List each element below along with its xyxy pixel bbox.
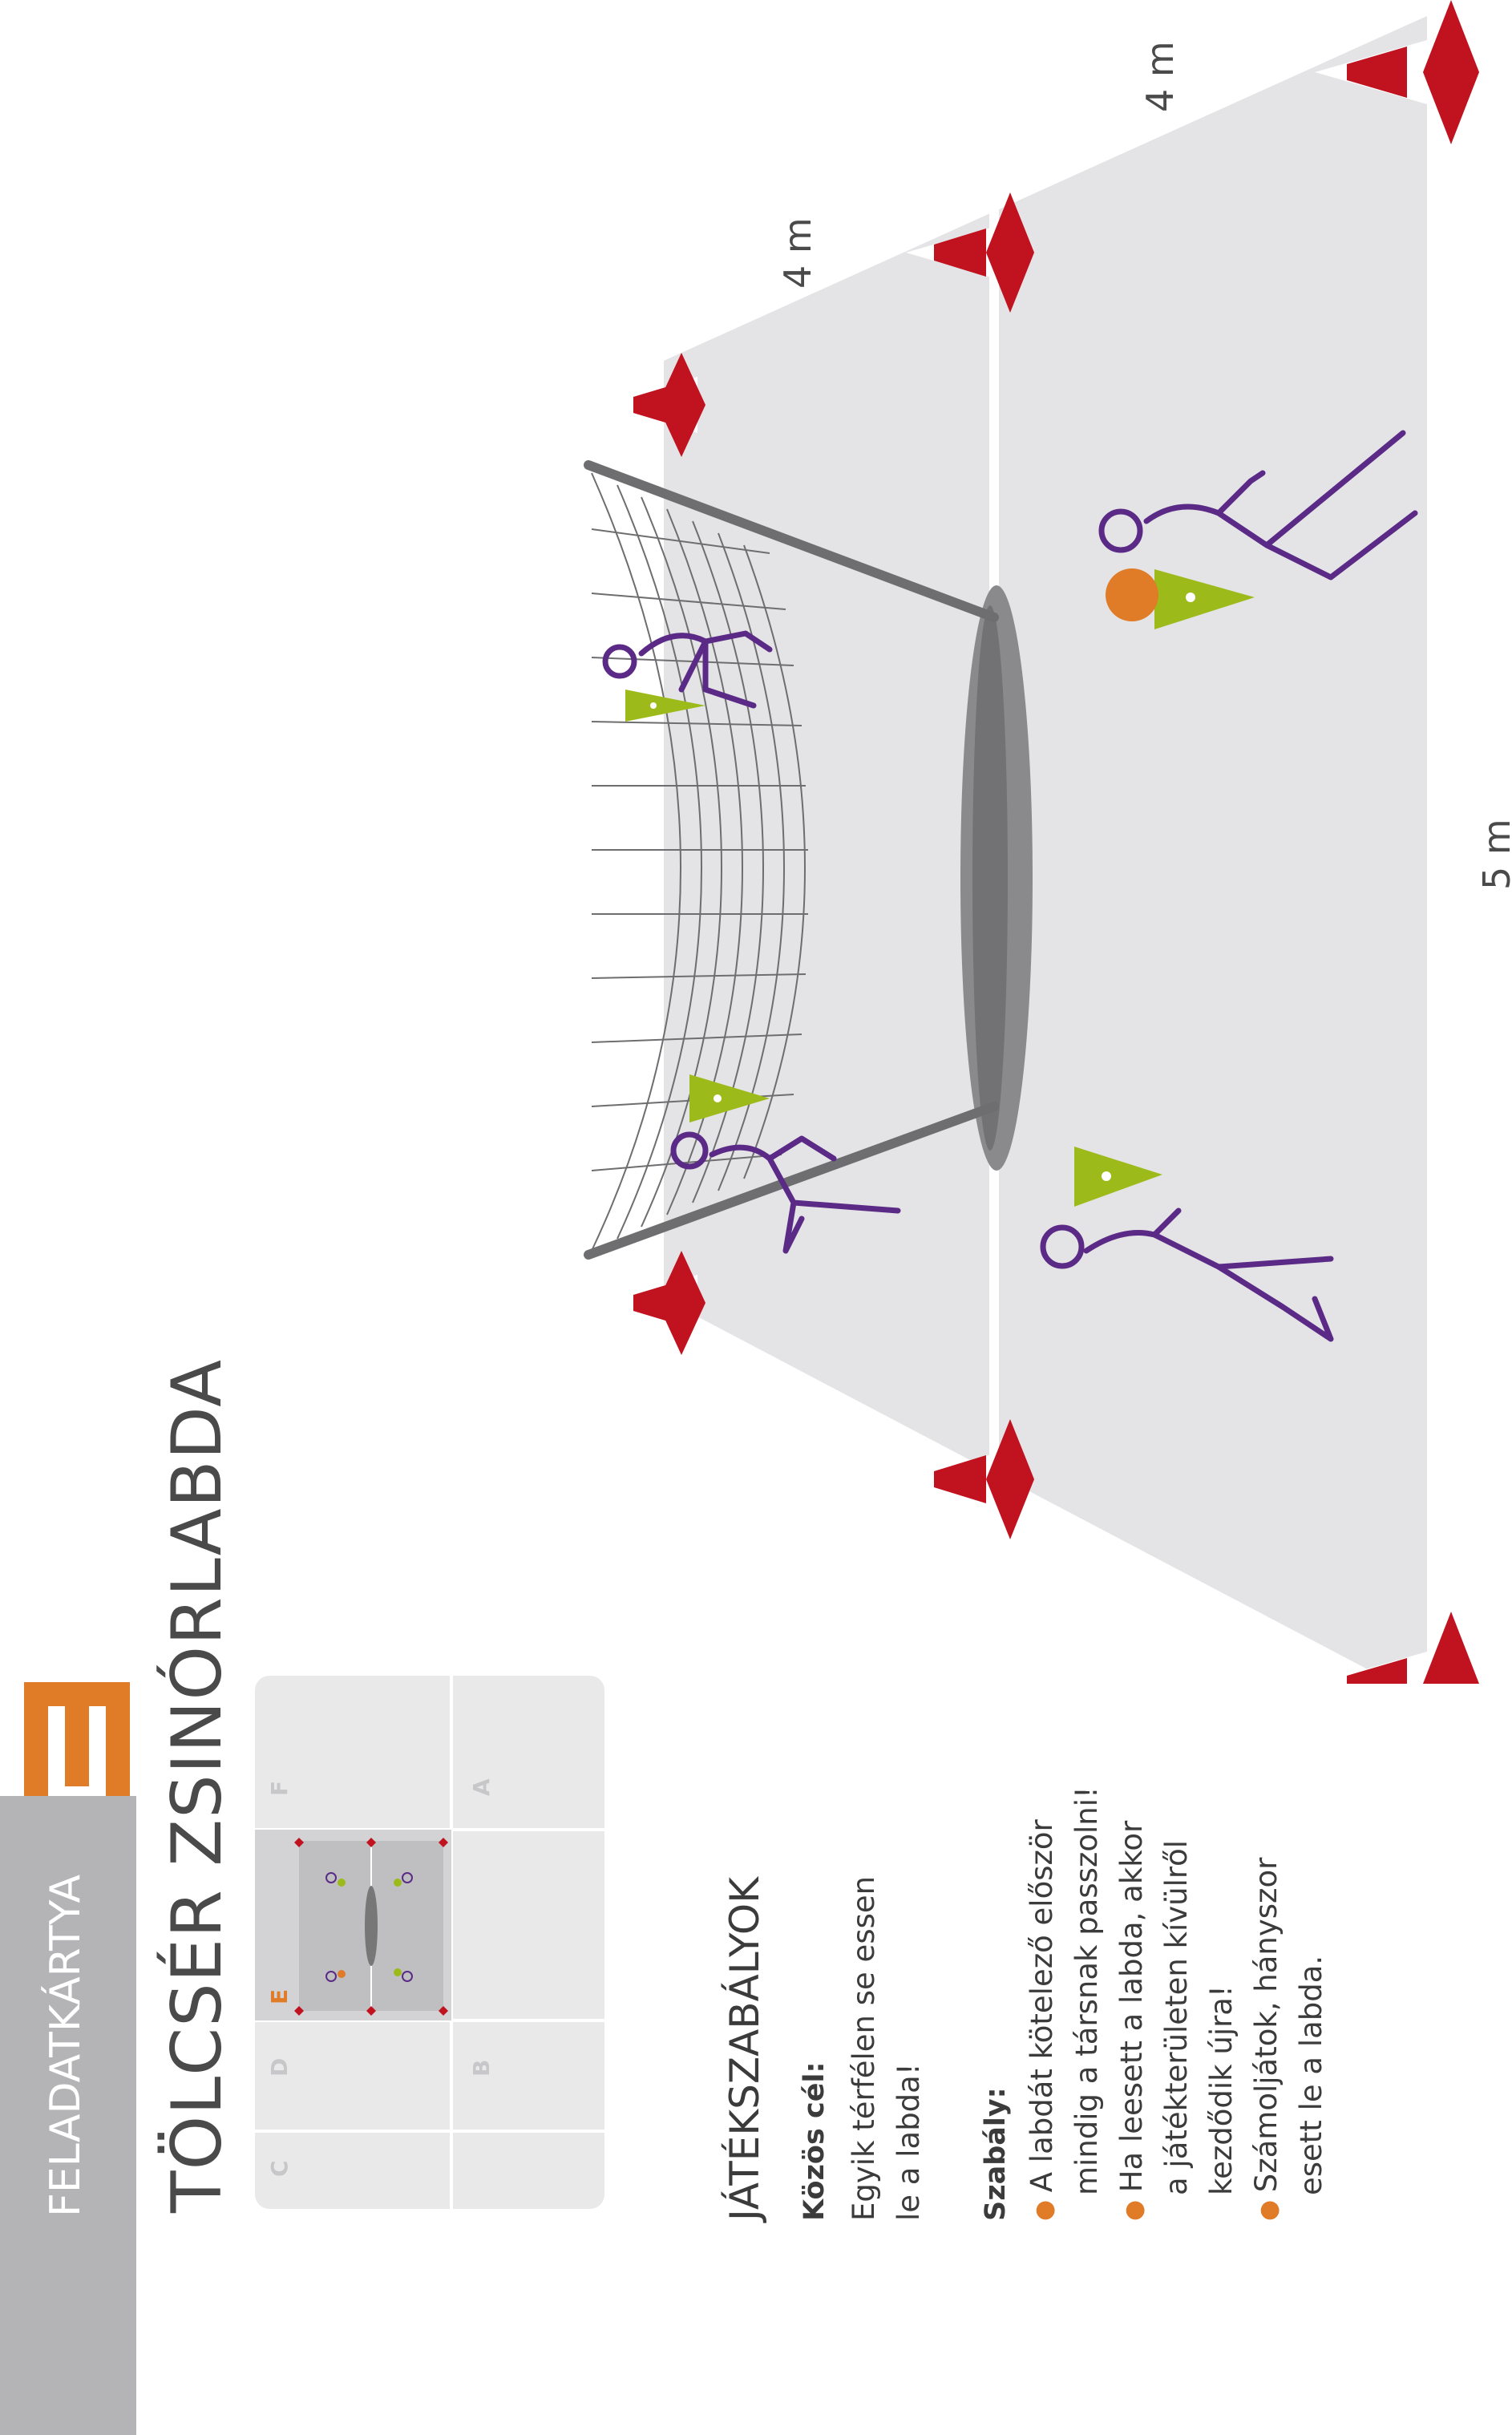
rule-line: ● A labdát kötelező először bbox=[1025, 1819, 1059, 2221]
net-pole bbox=[584, 1102, 999, 1260]
map-zone-b: B bbox=[468, 2060, 495, 2077]
dimension-width-a: 4 m bbox=[776, 217, 819, 289]
player-figure bbox=[602, 630, 773, 709]
dimension-length: 5 m bbox=[1475, 819, 1512, 890]
bullet-icon: ● bbox=[1030, 2192, 1058, 2221]
player-figure bbox=[1040, 1207, 1334, 1342]
cone-icon bbox=[906, 1419, 1034, 1539]
rule-label: Szabály: bbox=[980, 2087, 1012, 2221]
ball-icon bbox=[1106, 568, 1158, 621]
net-pole bbox=[584, 460, 999, 622]
bullet-icon: ● bbox=[1120, 2192, 1148, 2221]
map-zone-e: E bbox=[266, 1989, 293, 2004]
field-illustration bbox=[584, 0, 1479, 1684]
bib-icon bbox=[625, 569, 1255, 1207]
card-label: FELADATKÁRTYA bbox=[42, 1874, 90, 2217]
rule-line: mindig a társnak passzolni! bbox=[1069, 1786, 1104, 2195]
map-mini-field bbox=[294, 1838, 448, 2016]
bullet-icon: ● bbox=[1255, 2192, 1283, 2221]
goal-text-line: le a labda! bbox=[891, 2063, 926, 2221]
rule-line: ● Számoljátok, hányszor bbox=[1249, 1857, 1284, 2221]
card-label-bar bbox=[0, 1796, 136, 2435]
map-zone-a: A bbox=[468, 1778, 495, 1796]
rules-heading: JÁTÉKSZABÁLYOK bbox=[722, 1877, 768, 2221]
cone-icon bbox=[1315, 0, 1479, 144]
cone-icon bbox=[609, 353, 705, 457]
goal-text-line: Egyik térfélen se essen bbox=[847, 1875, 881, 2221]
cone-icon bbox=[609, 1251, 705, 1355]
rule-line: esett le a labda. bbox=[1294, 1955, 1328, 2195]
rule-line: a játékterületen kívülről bbox=[1159, 1839, 1194, 2195]
rule-line: kezdődik újra! bbox=[1204, 1985, 1239, 2195]
player-figure bbox=[670, 1131, 901, 1254]
cone-icon bbox=[906, 192, 1034, 313]
station-map: C D F B A E bbox=[255, 1676, 604, 2209]
goal-label: Közös cél: bbox=[798, 2061, 831, 2221]
cone-icon bbox=[1315, 1612, 1479, 1684]
rule-line: ● Ha leesett a labda, akkor bbox=[1114, 1820, 1149, 2221]
map-zone-c: C bbox=[266, 2160, 293, 2177]
dimension-width-b: 4 m bbox=[1138, 41, 1182, 112]
player-figure bbox=[1098, 430, 1418, 580]
card-letter-badge: E bbox=[24, 1682, 130, 1796]
map-zone-d: D bbox=[266, 2058, 293, 2077]
map-zone-f: F bbox=[266, 1781, 293, 1796]
